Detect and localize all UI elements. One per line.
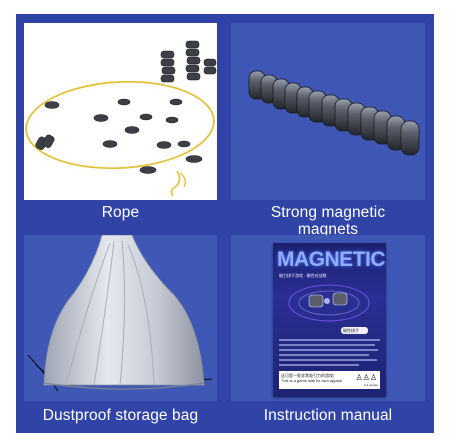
magnets-image — [231, 23, 425, 200]
magnets-caption-line1: Strong magnetic — [270, 204, 386, 221]
manual-badge-text: 磁性棋子 — [343, 328, 359, 333]
manual-footer-line2: This is a game with its own appeal — [281, 378, 342, 383]
product-grid: Rope — [16, 14, 434, 433]
manual-footer-text: 这可是一款非常吸引力的游戏! This is a game with its o… — [281, 373, 342, 383]
manual-text-line — [279, 349, 378, 351]
manual-caption: Instruction manual — [263, 407, 393, 424]
players-label: 2-4 people — [363, 383, 378, 387]
storage-bag-illustration — [27, 235, 213, 392]
manual-badge — [341, 327, 368, 334]
storage-bag-image — [24, 235, 217, 401]
instruction-booklet: MAGNETIC 磁力棋子游戏 · 磁性对战棋 磁性棋子 这可是一款非常吸引力的… — [273, 243, 386, 397]
rope-image — [24, 23, 217, 200]
manual-text-line — [279, 359, 377, 361]
manual-text-line — [279, 339, 380, 341]
rope-illustration — [25, 40, 217, 197]
manual-title: MAGNETIC — [277, 248, 386, 271]
manual-subtitle: 磁力棋子游戏 · 磁性对战棋 — [279, 273, 327, 278]
magnets-caption-line2: magnets — [297, 221, 359, 238]
magnets-caption: Strong magnetic magnets — [231, 204, 425, 238]
rope-caption: Rope — [101, 204, 140, 221]
manual-text-line — [279, 354, 369, 356]
storage-bag-caption: Dustproof storage bag — [42, 407, 199, 424]
manual-text-line — [279, 364, 359, 366]
manual-footer-line1: 这可是一款非常吸引力的游戏! — [281, 373, 335, 378]
magnet-chain-illustration — [248, 70, 420, 156]
players-icon: ♙♙♙ — [355, 373, 377, 382]
manual-image: MAGNETIC 磁力棋子游戏 · 磁性对战棋 磁性棋子 这可是一款非常吸引力的… — [231, 235, 425, 401]
manual-artwork — [288, 284, 370, 322]
manual-footer: 这可是一款非常吸引力的游戏! This is a game with its o… — [279, 371, 380, 389]
manual-text-line — [279, 344, 375, 346]
